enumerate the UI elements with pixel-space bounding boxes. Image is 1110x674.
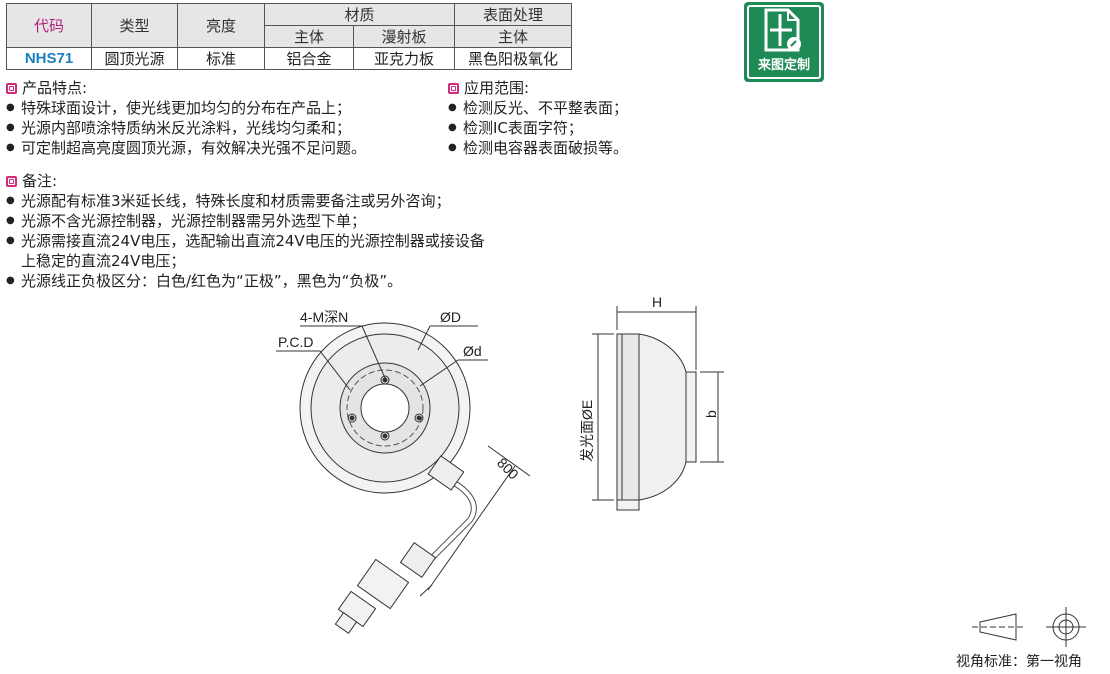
list-item: 特殊球面设计，使光线更加均匀的分布在产品上； [6,98,366,118]
front-view [276,322,531,635]
list-item: 检测反光、不平整表面； [448,98,628,118]
header-diffuser: 漫射板 [353,25,455,48]
side-view [592,306,724,511]
list-item: 可定制超高亮度圆顶光源，有效解决光强不足问题。 [6,138,366,158]
label-pcd: P.C.D [278,334,314,350]
list-item: 光源线正负极区分：白色/红色为“正极”，黑色为“负极”。 [6,271,485,291]
applications-section: 应用范围: 检测反光、不平整表面； 检测IC表面字符； 检测电容器表面破损等。 [448,78,628,158]
label-b: b [703,410,719,418]
features-section: 产品特点: 特殊球面设计，使光线更加均匀的分布在产品上； 光源内部喷涂特质纳米反… [6,78,366,158]
header-surface-body: 主体 [454,25,572,48]
header-material: 材质 [264,3,455,26]
header-surface: 表面处理 [454,3,572,26]
cell-main-body: 铝合金 [264,47,354,70]
header-code: 代码 [6,3,92,48]
section-marker-icon [448,82,459,94]
notes-section: 备注: 光源配有标准3米延长线，特殊长度和材质需要备注或另外咨询； 光源不含光源… [6,171,485,291]
custom-drawing-icon [764,8,801,52]
label-holes: 4-M深N [300,309,348,325]
notes-title: 备注: [22,172,58,190]
applications-title: 应用范围: [464,79,530,97]
badge-frame [747,5,821,79]
features-title: 产品特点: [22,79,88,97]
label-emitting-surface: 发光面ØE [579,400,595,462]
section-marker-icon [6,82,17,94]
spec-table: 代码 类型 亮度 材质 表面处理 主体 漫射板 主体 NHS71 圆顶光源 标准… [6,3,572,70]
custom-drawing-badge[interactable]: 来图定制 [744,2,824,82]
label-cable-length: 800 [494,455,522,483]
cell-type: 圆顶光源 [91,47,178,70]
label-inner-diameter: Ød [463,343,482,359]
cell-code: NHS71 [6,47,92,70]
list-item: 检测IC表面字符； [448,118,628,138]
list-item: 检测电容器表面破损等。 [448,138,628,158]
label-height: H [652,294,662,310]
cell-surface-body: 黑色阳极氧化 [454,47,572,70]
projection-symbol-icon [972,607,1086,647]
label-outer-diameter: ØD [440,309,461,325]
badge-label: 来图定制 [757,58,810,73]
cell-brightness: 标准 [177,47,265,70]
list-item: 光源不含光源控制器，光源控制器需另外选型下单； [6,211,485,231]
list-item: 光源需接直流24V电压，选配输出直流24V电压的光源控制器或接设备上稳定的直流2… [6,231,485,271]
list-item: 光源配有标准3米延长线，特殊长度和材质需要备注或另外咨询； [6,191,485,211]
table-row: NHS71 圆顶光源 标准 铝合金 亚克力板 黑色阳极氧化 [6,47,572,70]
section-marker-icon [6,175,17,187]
header-main-body: 主体 [264,25,354,48]
view-standard-label: 视角标准：第一视角 [956,654,1082,670]
cell-diffuser: 亚克力板 [353,47,455,70]
list-item: 光源内部喷涂特质纳米反光涂料，光线均匀柔和； [6,118,366,138]
